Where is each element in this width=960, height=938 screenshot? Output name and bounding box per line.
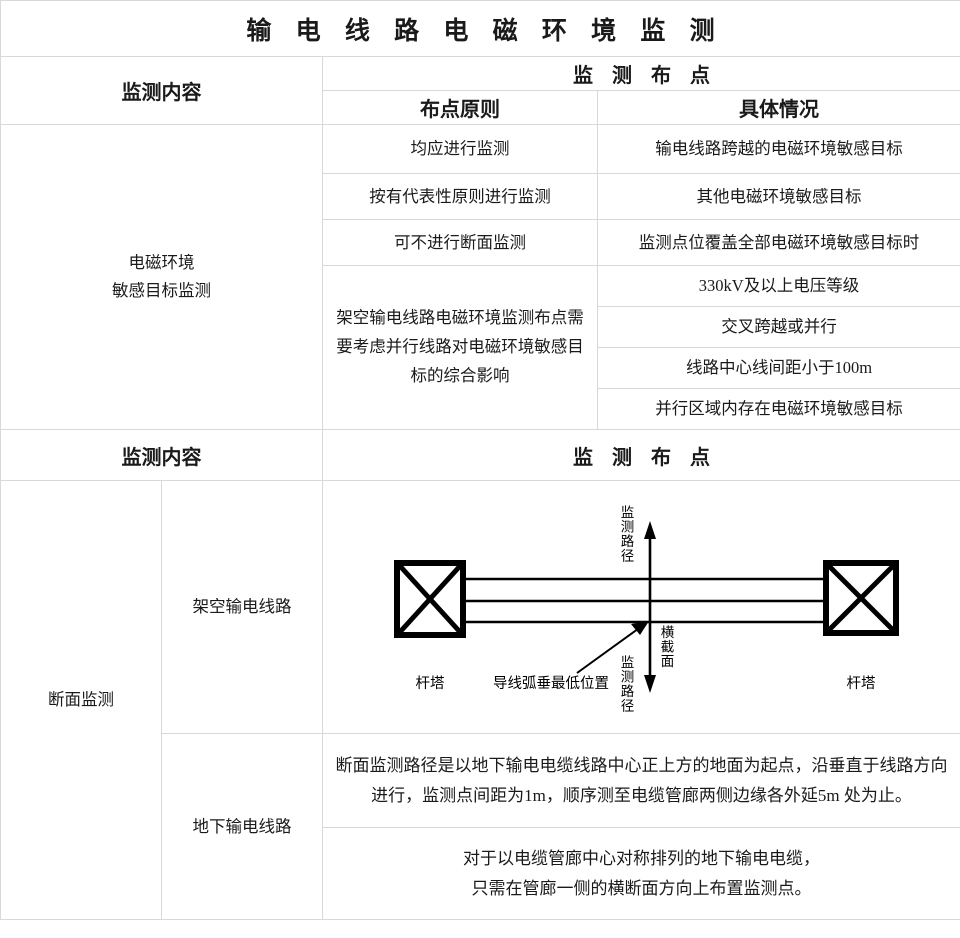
table-row: 按有代表性原则进行监测 其他电磁环境敏感目标 [1, 173, 960, 220]
underground-paragraph-2: 对于以电缆管廊中心对称排列的地下输电电缆， 只需在管廊一侧的横断面方向上布置监测… [321, 827, 960, 920]
header-layout-principle: 布点原则 [322, 90, 598, 125]
label-tower-left: 杆塔 [416, 675, 445, 692]
underground-paragraph-1: 断面监测路径是以地下输电电缆线路中心正上方的地面为起点，沿垂直于线路方向进行，监… [321, 733, 960, 828]
section1-header-row-2: 布点原则 具体情况 [1, 90, 960, 125]
table-row: 断面监测 架空输电线路 [0, 480, 960, 920]
section1-header-row-1: 监测内容 监 测 布 点 [0, 56, 960, 125]
tower-right-icon [823, 560, 899, 636]
cell-merged-situation-2: 线路中心线间距小于100m [596, 347, 960, 389]
overhead-line-diagram-cell: 监测路径 监测路径 横截面 杆塔 导线弧垂最低位置 杆塔 [321, 480, 960, 734]
diagram-svg: 监测路径 监测路径 横截面 杆塔 导线弧垂最低位置 杆塔 [394, 505, 899, 713]
conductor-lines [463, 577, 826, 624]
section2-header-row: 监测内容 监 测 布 点 [0, 429, 960, 481]
row-group-emf-sensitive-target: 电磁环境 敏感目标监测 [0, 124, 323, 430]
table-row: 电磁环境 敏感目标监测 均应进行监测 输电线路跨越的电磁环境敏感目标 [0, 124, 960, 430]
table-row: 并行区域内存在电磁环境敏感目标 [1, 388, 960, 430]
label-cross-section: 横截面 [659, 625, 675, 669]
table-title-row: 输 电 线 路 电 磁 环 境 监 测 [0, 0, 960, 57]
cell-principle-2: 可不进行断面监测 [322, 219, 598, 266]
table-row: 可不进行断面监测 监测点位覆盖全部电磁环境敏感目标时 [1, 219, 960, 266]
label-monitoring-path-top: 监测路径 [619, 505, 635, 563]
row-group-section-monitoring: 断面监测 [0, 480, 162, 920]
cell-principle-1: 按有代表性原则进行监测 [322, 173, 598, 220]
table-row: 对于以电缆管廊中心对称排列的地下输电电缆， 只需在管廊一侧的横断面方向上布置监测… [1, 827, 960, 920]
cell-merged-situation-0: 330kV及以上电压等级 [596, 265, 960, 307]
header-monitor-layout-2: 监 测 布 点 [321, 429, 960, 481]
underground-paragraph-2-line2: 只需在管廊一侧的横断面方向上布置监测点。 [471, 878, 812, 898]
header-monitor-content-2: 监测内容 [0, 429, 323, 481]
cell-principle-0: 均应进行监测 [322, 124, 598, 174]
underground-paragraph-2-line1: 对于以电缆管廊中心对称排列的地下输电电缆， [463, 849, 820, 869]
cell-situation-2: 监测点位覆盖全部电磁环境敏感目标时 [596, 219, 960, 266]
cell-merged-situation-1: 交叉跨越或并行 [596, 306, 960, 348]
table-row: 线路中心线间距小于100m [1, 347, 960, 389]
label-tower-right: 杆塔 [847, 675, 876, 692]
sag-pointer-arrow [576, 621, 649, 674]
header-monitor-layout: 监 测 布 点 [321, 56, 960, 91]
subrow-overhead-line: 架空输电线路 [161, 480, 323, 734]
overhead-line-diagram: 监测路径 监测路径 横截面 杆塔 导线弧垂最低位置 杆塔 [329, 483, 954, 731]
tower-left-icon [394, 560, 466, 638]
subrow-underground-line: 地下输电线路 [161, 733, 323, 920]
header-monitor-content: 监测内容 [0, 56, 323, 125]
cell-situation-0: 输电线路跨越的电磁环境敏感目标 [596, 124, 960, 174]
header-specific-situation: 具体情况 [596, 90, 960, 125]
monitoring-path-arrow [644, 521, 656, 693]
cell-merged-situation-3: 并行区域内存在电磁环境敏感目标 [596, 388, 960, 430]
table-row: 交叉跨越或并行 [1, 306, 960, 348]
page-title: 输 电 线 路 电 磁 环 境 监 测 [0, 0, 960, 57]
label-sag-lowest-position: 导线弧垂最低位置 [493, 675, 609, 692]
cell-merged-principle: 架空输电线路电磁环境监测布点需要考虑并行线路对电磁环境敏感目标的综合影响 [322, 265, 598, 430]
table-row: 架空输电线路电磁环境监测布点需要考虑并行线路对电磁环境敏感目标的综合影响 330… [1, 265, 960, 430]
table-row: 地下输电线路 断面监测路径是以地下输电电缆线路中心正上方的地面为起点，沿垂直于线… [1, 733, 960, 920]
cell-situation-1: 其他电磁环境敏感目标 [596, 173, 960, 220]
label-monitoring-path-bottom: 监测路径 [619, 655, 635, 713]
